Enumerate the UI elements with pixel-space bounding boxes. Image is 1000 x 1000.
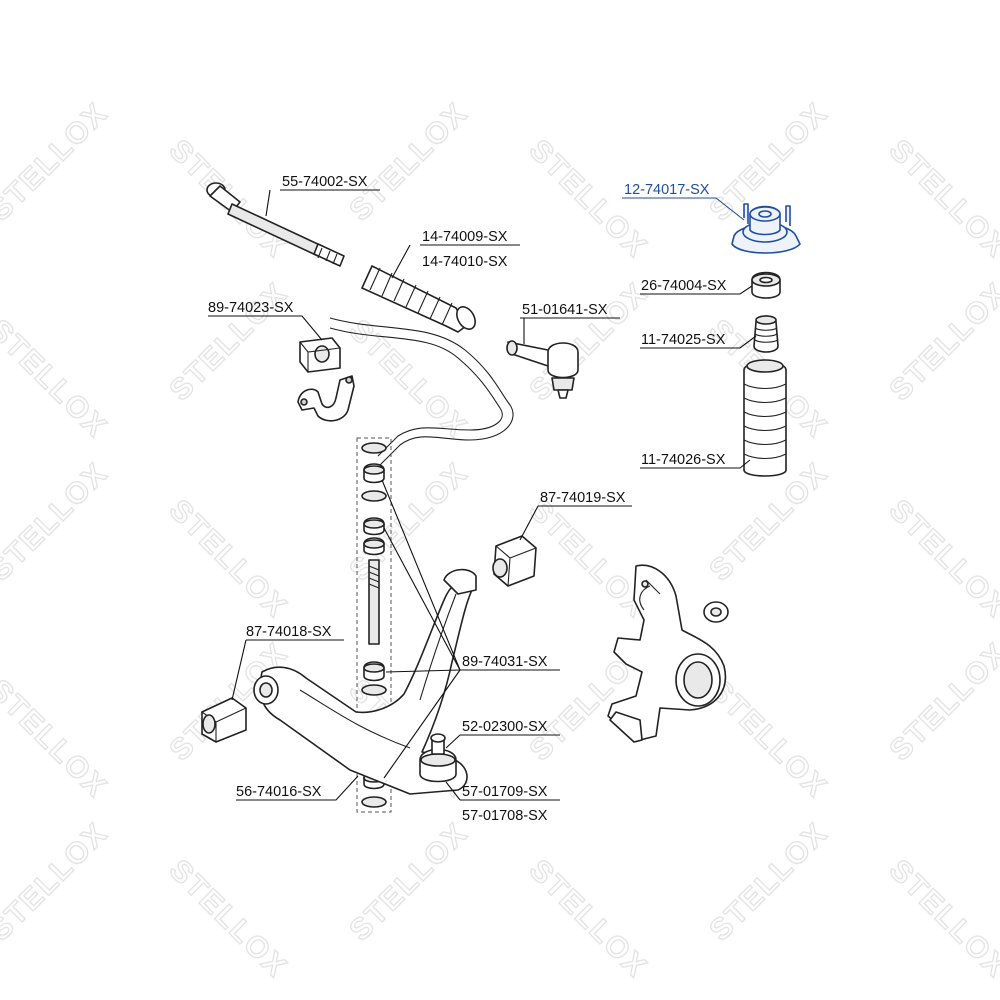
label-control-arm[interactable]: 56-74016-SX bbox=[236, 784, 322, 800]
label-bump-stop-cap[interactable]: 26-74004-SX bbox=[641, 278, 727, 294]
label-dust-boot[interactable]: 11-74026-SX bbox=[641, 452, 726, 468]
control-arm-bushing-left-part bbox=[201, 697, 247, 743]
watermark-text: STELLOX bbox=[0, 673, 114, 804]
bump-stop-cap-part bbox=[751, 271, 781, 299]
strut-mount-part bbox=[731, 203, 801, 254]
label-bump-stop[interactable]: 11-74025-SX bbox=[641, 332, 726, 348]
label-stab-link-kit[interactable]: 89-74031-SX bbox=[462, 654, 548, 670]
watermark-text: STELLOX bbox=[0, 96, 114, 227]
label-repair-kit-b[interactable]: 57-01708-SX bbox=[462, 808, 548, 824]
dust-boot-part bbox=[743, 359, 787, 477]
watermark-text: STELLOX bbox=[883, 636, 1000, 767]
watermark-text: STELLOX bbox=[163, 276, 294, 407]
watermark-text: STELLOX bbox=[0, 816, 114, 947]
label-tie-rod-axial[interactable]: 55-74002-SX bbox=[282, 174, 368, 190]
bump-stop-part bbox=[753, 315, 779, 353]
control-arm-bushing-right-part bbox=[492, 535, 537, 587]
watermark-text: STELLOX bbox=[883, 133, 1000, 264]
leader-lines bbox=[208, 189, 757, 801]
watermark-text: STELLOX bbox=[703, 673, 834, 804]
stabilizer-link-stack bbox=[356, 437, 392, 813]
link-bolt bbox=[368, 559, 380, 645]
watermark-text: STELLOX bbox=[163, 493, 294, 624]
watermark-text: STELLOX bbox=[883, 276, 1000, 407]
watermark-text: STELLOX bbox=[523, 133, 654, 264]
watermark-text: STELLOX bbox=[523, 493, 654, 624]
link-washers-top bbox=[361, 442, 387, 556]
label-tie-rod-end[interactable]: 51-01641-SX bbox=[522, 302, 608, 318]
label-control-arm-bushing-right[interactable]: 87-74019-SX bbox=[540, 490, 626, 506]
watermark-text: STELLOX bbox=[0, 313, 114, 444]
steering-rack-boot-part bbox=[361, 265, 476, 333]
steering-knuckle-part bbox=[607, 564, 729, 743]
tie-rod-end-part bbox=[506, 340, 579, 399]
label-steering-boot-b[interactable]: 14-74010-SX bbox=[422, 254, 508, 270]
lower-control-arm-part bbox=[253, 568, 477, 795]
stabilizer-bar bbox=[329, 317, 514, 466]
label-ball-joint[interactable]: 52-02300-SX bbox=[462, 719, 548, 735]
part-labels: 12-74017-SX 55-74002-SX 14-74009-SX 14-7… bbox=[208, 174, 727, 824]
watermark-text: STELLOX bbox=[703, 816, 834, 947]
watermark-text: STELLOX bbox=[883, 853, 1000, 984]
label-repair-kit-a[interactable]: 57-01709-SX bbox=[462, 784, 548, 800]
ball-joint-part bbox=[419, 733, 457, 783]
stabilizer-bushing-part bbox=[297, 337, 355, 422]
label-steering-boot-a[interactable]: 14-74009-SX bbox=[422, 229, 508, 245]
watermark-text: STELLOX bbox=[343, 96, 474, 227]
watermark-text: STELLOX bbox=[343, 313, 474, 444]
watermark-text: STELLOX bbox=[0, 456, 114, 587]
watermark-text: STELLOX bbox=[523, 853, 654, 984]
watermark-text: STELLOX bbox=[163, 853, 294, 984]
watermark-text: STELLOX bbox=[883, 493, 1000, 624]
label-stab-bushing-left[interactable]: 89-74023-SX bbox=[208, 300, 294, 316]
watermark-text: STELLOX bbox=[343, 456, 474, 587]
label-strut-mount[interactable]: 12-74017-SX bbox=[624, 182, 710, 198]
tie-rod-axial-part bbox=[206, 182, 345, 267]
label-control-arm-bushing-left[interactable]: 87-74018-SX bbox=[246, 624, 332, 640]
watermark-text: STELLOX bbox=[523, 276, 654, 407]
watermark-text: STELLOX bbox=[343, 816, 474, 947]
